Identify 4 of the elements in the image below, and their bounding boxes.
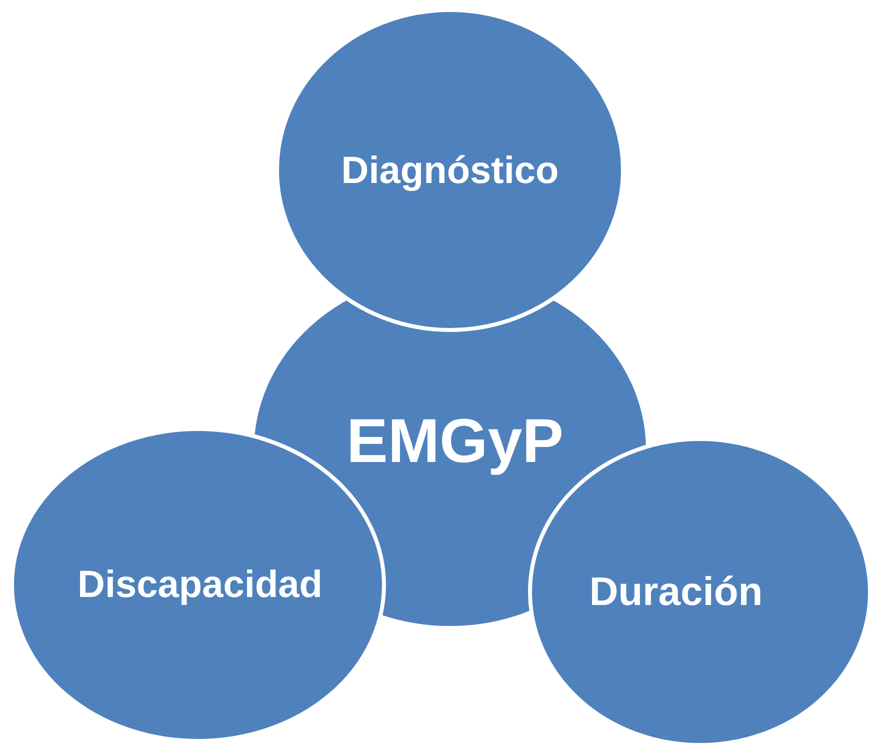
topic-label: Discapacidad xyxy=(78,566,322,604)
central-topic-label: EMGyP xyxy=(346,411,564,473)
topic-label: Diagnóstico xyxy=(341,152,559,190)
topic-label: Duración xyxy=(589,572,763,612)
